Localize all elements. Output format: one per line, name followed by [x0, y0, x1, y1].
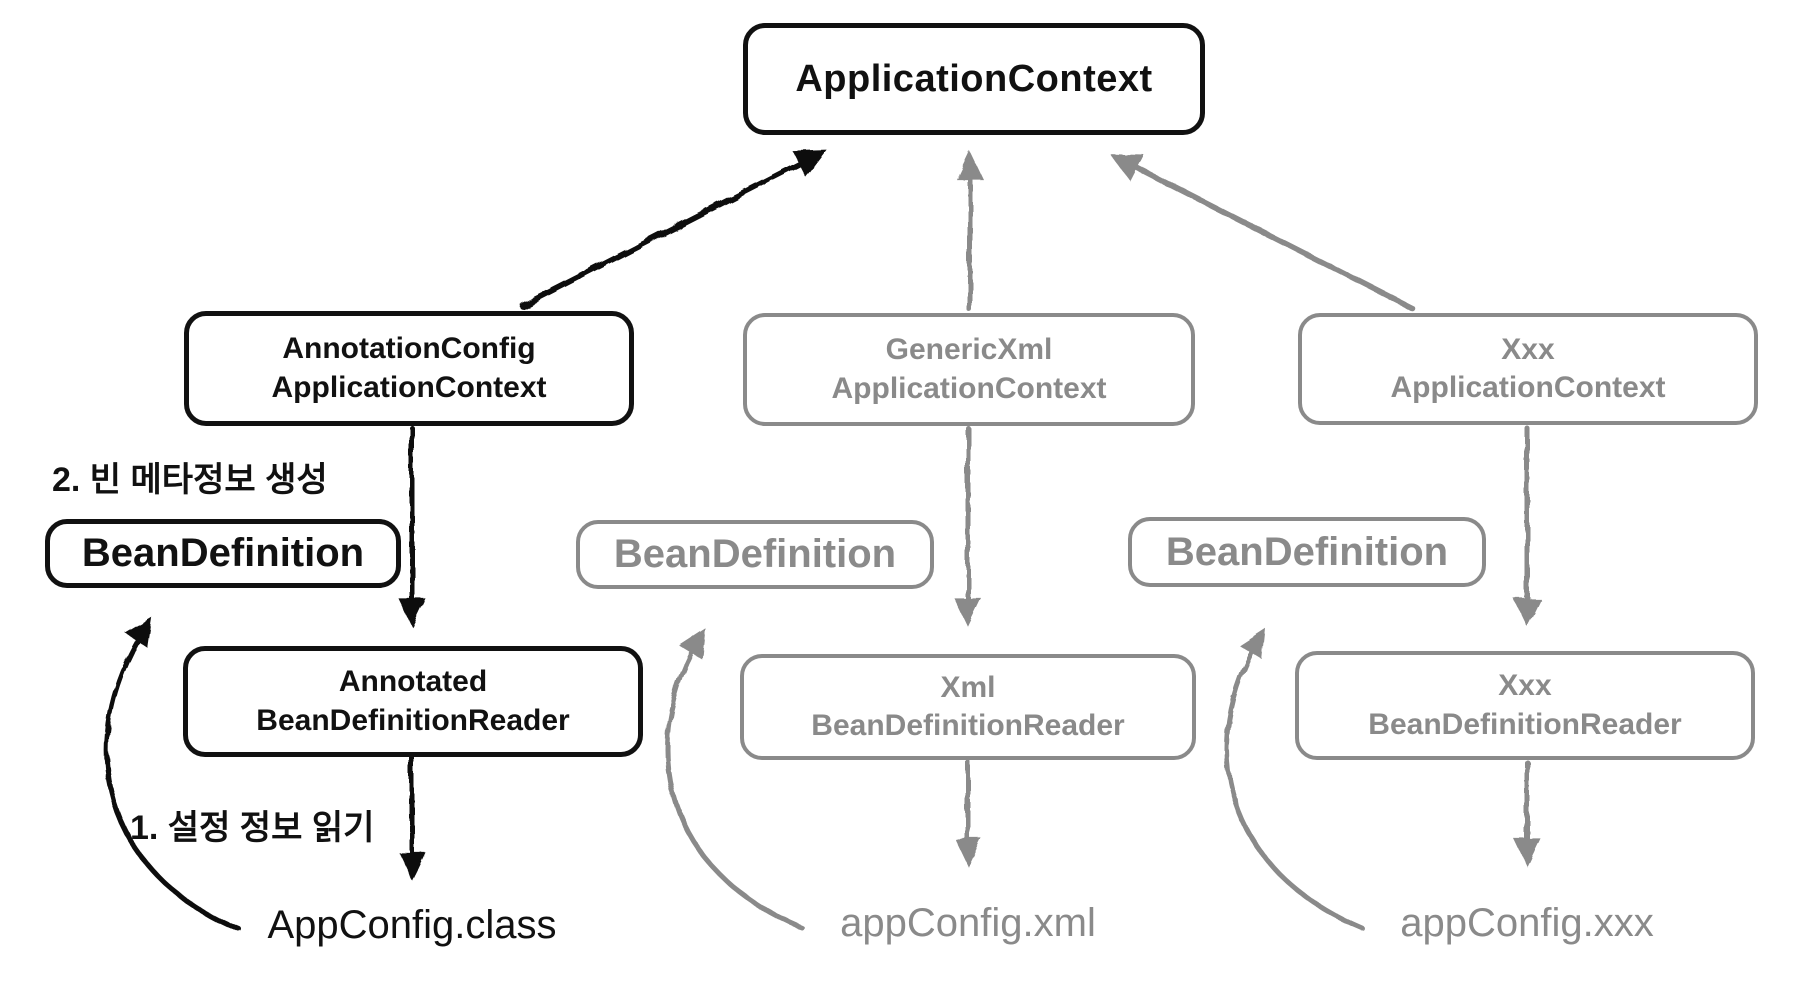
- node-annotated-beandefinitionreader: Annotated BeanDefinitionReader: [183, 646, 643, 757]
- node-annotationconfig-line1: AnnotationConfig: [282, 332, 536, 366]
- arrow-appconfigclass-to-beandefinition: [103, 616, 243, 933]
- node-genericxml-applicationcontext: GenericXml ApplicationContext: [743, 313, 1195, 426]
- label-appconfig-xxx: appConfig.xxx: [1400, 901, 1654, 945]
- node-applicationcontext: ApplicationContext: [743, 23, 1205, 135]
- label-appconfig-class: AppConfig.class: [267, 903, 557, 947]
- node-genericxml-line2: ApplicationContext: [831, 371, 1107, 405]
- node-xxx-beandefinitionreader: Xxx BeanDefinitionReader: [1295, 651, 1755, 760]
- node-beandefinition-xml: BeanDefinition: [576, 520, 934, 589]
- node-xxxcontext-line2: ApplicationContext: [1390, 371, 1666, 404]
- label-appconfig-xml: appConfig.xml: [840, 901, 1096, 945]
- node-annotatedreader-line2: BeanDefinitionReader: [256, 703, 570, 737]
- node-beandefinition-annotation: BeanDefinition: [45, 519, 401, 588]
- node-annotatedreader-line1: Annotated: [338, 665, 488, 699]
- node-xml-beandefinitionreader: Xml BeanDefinitionReader: [740, 654, 1196, 760]
- node-xxx-applicationcontext: Xxx ApplicationContext: [1298, 313, 1758, 425]
- node-beandefinition-xxx: BeanDefinition: [1128, 517, 1486, 587]
- node-applicationcontext-label: ApplicationContext: [795, 57, 1153, 100]
- arrow-xxxcontext-to-applicationcontext: [1109, 153, 1415, 311]
- node-xmlreader-line1: Xml: [940, 670, 996, 704]
- node-xmlreader-line2: BeanDefinitionReader: [811, 709, 1125, 742]
- node-beandefinition-annotation-label: BeanDefinition: [81, 531, 365, 576]
- node-xxxreader-line2: BeanDefinitionReader: [1368, 707, 1682, 741]
- arrow-annotationconfig-to-applicationcontext: [519, 149, 827, 309]
- node-xxxcontext-line1: Xxx: [1501, 332, 1555, 366]
- label-step2: 2. 빈 메타정보 생성: [52, 461, 328, 499]
- node-genericxml-line1: GenericXml: [885, 333, 1053, 367]
- arrow-appconfigxxx-to-beandefinition: [1224, 628, 1365, 931]
- node-beandefinition-xml-label: BeanDefinition: [613, 532, 897, 577]
- arrow-appconfigxml-to-beandefinition: [664, 628, 805, 931]
- node-beandefinition-xxx-label: BeanDefinition: [1165, 529, 1449, 574]
- node-annotationconfig-line2: ApplicationContext: [271, 370, 547, 404]
- node-annotationconfig-applicationcontext: AnnotationConfig ApplicationContext: [184, 311, 634, 426]
- label-step1: 1. 설정 정보 읽기: [130, 809, 375, 847]
- node-xxxreader-line1: Xxx: [1498, 669, 1552, 703]
